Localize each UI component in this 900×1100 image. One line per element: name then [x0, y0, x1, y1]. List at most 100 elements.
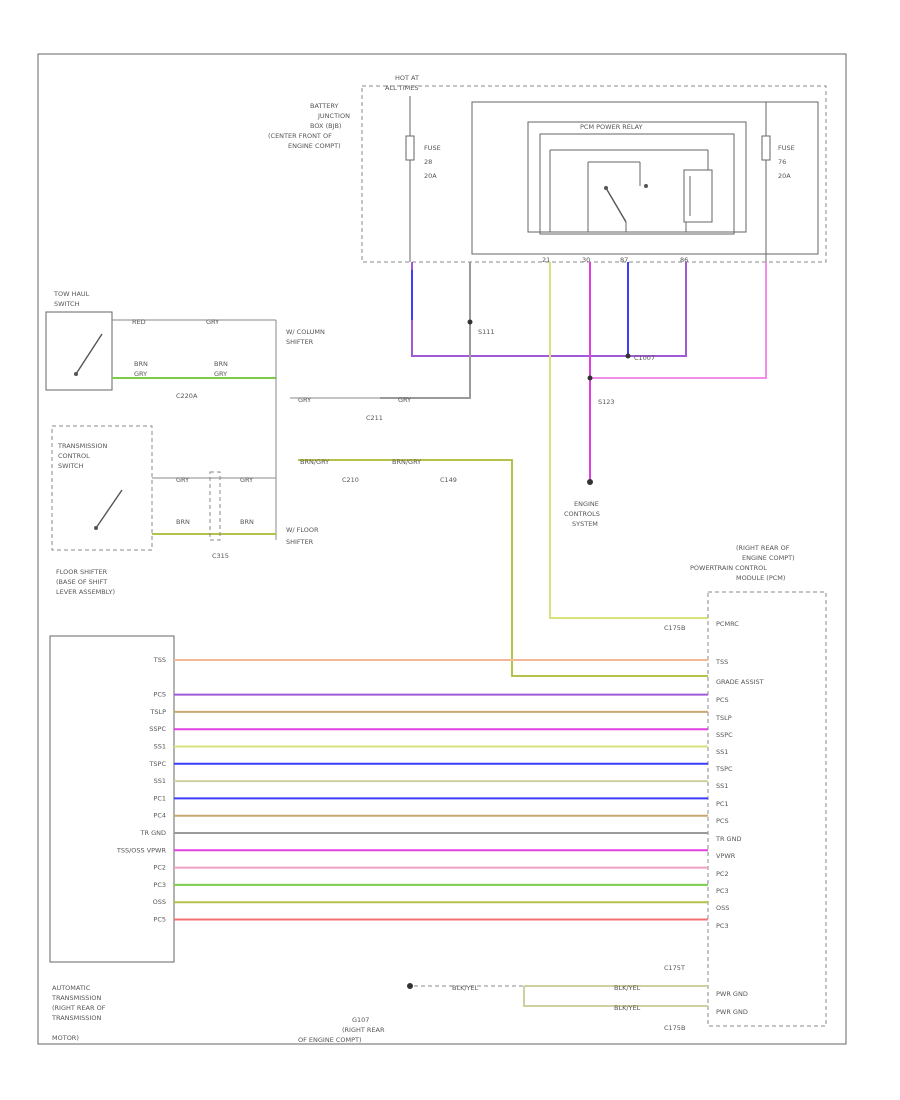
trans-pin-3: TSLP: [149, 708, 166, 716]
bjb-loc-4: (CENTER FRONT OF: [268, 132, 332, 140]
g107-label-1: G107: [352, 1016, 369, 1024]
pcm-pin-2: GRADE ASSIST: [716, 678, 764, 686]
pcm-pin-15: OSS: [716, 904, 729, 912]
pcm-pin-14: PC3: [716, 887, 729, 895]
pcm-pin-16: PC3: [716, 922, 729, 930]
pcm-pin-11: TR GND: [715, 835, 741, 843]
g107-blkyel: BLK/YEL: [452, 984, 479, 992]
trans-pin-8: PC1: [153, 794, 166, 802]
c220a-label: C220A: [176, 392, 198, 400]
pcm-dashed-box: [707, 591, 827, 1027]
engine-ctrl-1: ENGINE: [574, 500, 599, 508]
relay-switch-arm: [605, 187, 627, 223]
pwr-gnd1-label: BLK/YEL: [614, 984, 641, 992]
c175b-bot: C175B: [664, 1024, 685, 1032]
c211-label: C211: [366, 414, 383, 422]
pwr-gnd2-label: BLK/YEL: [614, 1004, 641, 1012]
bjb-pin-87: 87: [620, 256, 628, 264]
tow-haul-label-2: SWITCH: [54, 300, 80, 308]
c175b-top: C175B: [664, 624, 685, 632]
c210-brngry-right: BRN/GRY: [392, 458, 421, 466]
tcs-1: TRANSMISSION: [57, 442, 107, 450]
pcm-pin-6: SS1: [716, 748, 728, 756]
trans-pin-0: TSS: [153, 656, 166, 664]
fuse28-l3: 20A: [424, 172, 437, 180]
bjb-loc-5: ENGINE COMPT): [288, 142, 341, 150]
trans-pin-11: TSS/OSS VPWR: [116, 846, 167, 854]
engine-ctrl-3: SYSTEM: [572, 520, 598, 528]
bjb-pin-86: 86: [680, 256, 688, 264]
pcm-pin-17: PWR GND: [716, 990, 748, 998]
trans-label-4: TRANSMISSION: [51, 1014, 101, 1022]
diagram-frame: [37, 53, 847, 1045]
pcm-pin-10: PCS: [716, 817, 729, 825]
trans-pin-6: TSPC: [148, 760, 166, 768]
fuse28-l2: 28: [424, 158, 432, 166]
c210-brngry-left: BRN/GRY: [300, 458, 329, 466]
g107-label-3: OF ENGINE COMPT): [298, 1036, 362, 1044]
g107-terminal: [407, 983, 413, 989]
mid-connectors: GRY GRY C211 BRN/GRY BRN/GRY C210 C149: [290, 396, 708, 677]
trans-pin-10: TR GND: [140, 829, 166, 837]
hot-label-2: ALL TIMES: [385, 84, 418, 92]
fuse-28-icon: [405, 135, 415, 161]
s111-label: S111: [478, 328, 495, 336]
pcm-pin-5: SSPC: [716, 731, 733, 739]
trans-pin-15: PC5: [153, 916, 166, 924]
c210-label: C210: [342, 476, 359, 484]
tow-haul-switch-box: [45, 311, 113, 391]
trans-pin-9: PC4: [153, 812, 166, 820]
relay-box: [527, 121, 747, 233]
tcs-dashed-box: [51, 425, 153, 551]
pcm-pin-0: PCMRC: [716, 620, 739, 628]
pcm-pin-9: PC1: [716, 800, 729, 808]
bjb-loc-2: JUNCTION: [317, 112, 350, 120]
c149-label: C149: [440, 476, 457, 484]
fuse76-l2: 76: [778, 158, 786, 166]
relay-inner: [539, 133, 735, 235]
trans-pin-12: PC2: [153, 864, 166, 872]
bjb-dashed-outline: [361, 85, 827, 263]
pcm-pin-7: TSPC: [715, 765, 733, 773]
splice-s111: [467, 319, 473, 325]
w-column-1: W/ COLUMN: [286, 328, 325, 336]
engine-controls-terminal: [587, 479, 593, 485]
pcm-pin-12: VPWR: [716, 852, 736, 860]
trans-label-5: MOTOR): [52, 1034, 79, 1042]
wire-lbl-gry2: GRY: [134, 370, 147, 378]
pwr-gnd-wire-2: [523, 986, 708, 1007]
g107-label-2: (RIGHT REAR: [342, 1026, 385, 1034]
wire-lbl-gry: GRY: [206, 318, 219, 326]
tow-haul-label-1: TOW HAUL: [53, 290, 90, 298]
c211-gry-right: GRY: [398, 396, 411, 404]
trans-pin-14: OSS: [153, 898, 166, 906]
trans-pin-2: PCS: [153, 691, 166, 699]
bjb-inner-frame: [471, 101, 819, 255]
wire-lbl-red: RED: [132, 318, 146, 326]
wire-lbl-brn3: BRN: [176, 518, 190, 526]
wire-lbl-brn: BRN: [134, 360, 148, 368]
engine-ctrl-2: CONTROLS: [564, 510, 600, 518]
wire-yellow-pcmrc: [549, 262, 708, 619]
trans-label-2: TRANSMISSION: [51, 994, 101, 1002]
pcm-module: (RIGHT REAR OF ENGINE COMPT) POWERTRAIN …: [664, 544, 827, 1032]
s123-label: S123: [598, 398, 615, 406]
fuse76-l3: 20A: [778, 172, 791, 180]
wire-pink-fuse76: [590, 262, 767, 379]
trans-pin-5: SS1: [154, 743, 166, 751]
trans-pin-7: SS1: [154, 777, 166, 785]
wire-lbl-gry5: GRY: [240, 476, 253, 484]
battery-junction-box: HOT AT ALL TIMES BATTERY JUNCTION BOX (B…: [268, 74, 827, 264]
trans-pin-4: SSPC: [149, 725, 166, 733]
bjb-loc-3: BOX (BJB): [310, 122, 341, 130]
c315-label: C315: [212, 552, 229, 560]
fuse76-l1: FUSE: [778, 144, 795, 152]
splice-s123: [587, 375, 593, 381]
bjb-pin-21: 21: [542, 256, 550, 264]
relay-title: PCM POWER RELAY: [580, 123, 643, 131]
c175t: C175T: [664, 964, 685, 972]
floor-note-1: FLOOR SHIFTER: [56, 568, 108, 576]
pcm-title-4: MODULE (PCM): [736, 574, 785, 582]
